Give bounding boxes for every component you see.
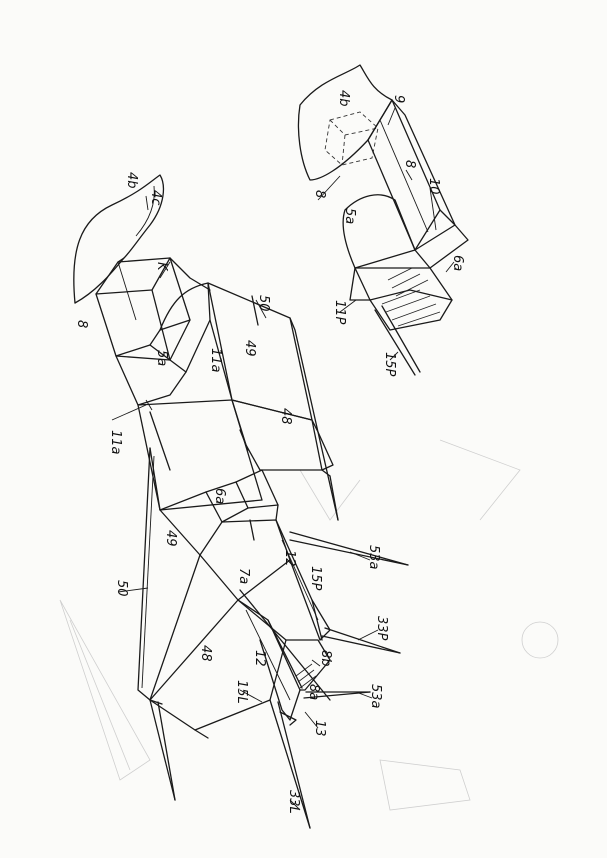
lower-wing-49 (149, 447, 207, 511)
spike-33P (324, 627, 401, 654)
main-assembly (73, 174, 409, 829)
label-7a: 7a (236, 568, 251, 584)
label-9: 9 (391, 95, 406, 103)
detail-rod-15P (374, 309, 416, 376)
label-13: 13 (312, 720, 327, 737)
label-8-detail-b: 8 (312, 190, 327, 198)
label-50-left: 50 (114, 580, 129, 597)
spike-33L (269, 699, 311, 829)
label-6a-main: 6a (212, 488, 227, 504)
label-11a-left: 11a (108, 430, 123, 455)
label-53a-low: 53a (368, 684, 383, 709)
reference-labels: 4b 4c K 8 50 5a 11a 49 11a 48 6a 49 50 5… (74, 90, 465, 814)
background-ghost-marks (59, 439, 559, 811)
tail-wing-4b (73, 174, 165, 304)
nose-8a-8b (285, 639, 331, 691)
spike-13 (239, 589, 331, 701)
spike-53a-upper (289, 531, 409, 566)
label-8a-main: 8a (306, 684, 321, 700)
detail-base-6a (354, 267, 453, 331)
label-33L: 33L (286, 790, 301, 814)
detail-hatching (381, 267, 441, 327)
detail-assembly (297, 64, 469, 376)
panel-48-lower (149, 599, 287, 731)
label-15P-main: 15P (308, 566, 323, 591)
label-33P: 33P (374, 616, 389, 641)
label-48-top: 48 (278, 408, 293, 425)
label-4b-detail: 4b (336, 90, 351, 107)
label-12-low: 12 (252, 650, 267, 667)
label-4b-main: 4b (124, 172, 139, 189)
label-6a-detail: 6a (450, 255, 465, 271)
label-12-top: 12 (282, 550, 297, 567)
detail-fin-11P (349, 267, 371, 301)
detail-hidden-box (324, 111, 379, 166)
label-8-detail-a: 8 (402, 160, 417, 168)
detail-block-5a (342, 194, 416, 269)
label-5a-main: 5a (154, 350, 169, 366)
label-4c: 4c (148, 190, 163, 205)
label-11a-mid: 11a (208, 348, 223, 373)
keel-11a (137, 399, 263, 511)
label-8b: 8b (318, 650, 333, 667)
label-11P: 11P (332, 300, 347, 325)
panel-5a (115, 344, 187, 406)
label-10: 10 (426, 178, 441, 195)
leader-lines (111, 107, 455, 811)
label-5a-detail: 5a (342, 208, 357, 224)
label-49-top: 49 (242, 340, 257, 357)
label-15P-detail: 15P (382, 352, 397, 377)
label-15L: 15L (234, 680, 249, 704)
panel-48-upper (231, 399, 323, 471)
label-48-low: 48 (198, 645, 213, 662)
label-8-main: 8 (74, 320, 89, 328)
block-7a (199, 519, 291, 601)
detail-plate-10 (414, 224, 469, 269)
beam-15L (237, 599, 301, 721)
label-53a-top: 53a (366, 545, 381, 570)
label-49-low: 49 (163, 530, 178, 547)
label-K: K (154, 262, 169, 272)
